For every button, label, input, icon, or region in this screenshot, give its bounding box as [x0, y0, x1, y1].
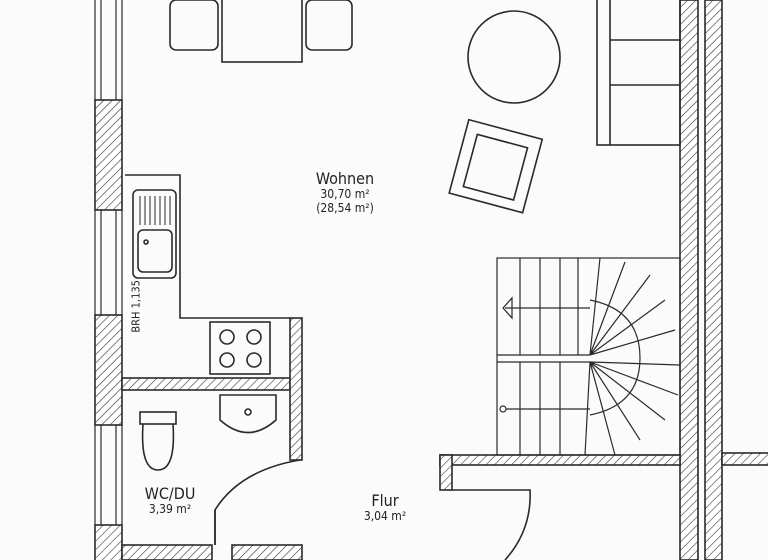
room-name: Flur — [371, 491, 399, 510]
staircase — [496, 257, 681, 456]
party-wall-right — [679, 0, 768, 560]
kitchen-counter — [125, 174, 290, 375]
room-area: 3,39 m² — [148, 502, 192, 517]
sink-icon — [137, 229, 173, 273]
room-area: 30,70 m² — [320, 187, 370, 202]
room-label-wc: WC/DU 3,39 m² — [130, 484, 210, 517]
toilet-icon — [141, 423, 175, 471]
room-area-net: (28,54 m²) — [316, 201, 374, 216]
room-name: WC/DU — [144, 484, 196, 503]
exterior-wall-left — [94, 0, 123, 560]
room-label-flur: Flur 3,04 m² — [345, 491, 425, 524]
window — [94, 425, 123, 525]
stove-icon — [209, 321, 271, 375]
window — [94, 210, 123, 315]
window-sill-height: BRH 1,135 — [129, 280, 143, 333]
dining-set — [169, 0, 353, 63]
round-table — [467, 10, 561, 104]
room-area: 3,04 m² — [363, 509, 407, 524]
washbasin-icon — [219, 394, 277, 434]
interior-walls — [121, 317, 681, 560]
door-swing — [452, 489, 531, 560]
armchair — [448, 118, 544, 214]
window — [94, 0, 123, 100]
bathroom-fixtures — [139, 394, 301, 545]
room-name: Wohnen — [315, 169, 375, 188]
door-swing — [214, 459, 301, 545]
room-label-wohnen: Wohnen 30,70 m² (28,54 m²) — [290, 169, 400, 216]
sofa — [596, 0, 681, 146]
